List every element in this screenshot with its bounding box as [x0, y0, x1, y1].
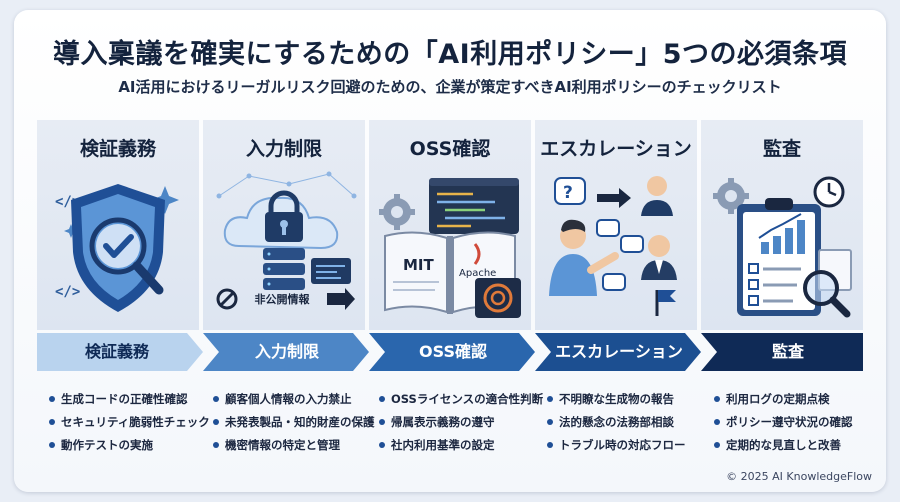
list-item: 法的懸念の法務部相談 — [545, 411, 686, 434]
page-subtitle: AI活用におけるリーガルリスク回避のための、企業が策定すべきAI利用ポリシーのチ… — [118, 78, 782, 96]
column-heading: エスカレーション — [540, 138, 692, 160]
svg-text:?: ? — [563, 183, 573, 203]
list-item: 利用ログの定期点検 — [712, 388, 853, 411]
column-escalation: エスカレーション ? — [535, 120, 697, 330]
list-item: 未発表製品・知的財産の保護 — [211, 411, 375, 434]
svg-text:MIT: MIT — [403, 256, 435, 274]
list-item: OSSライセンスの適合性判断 — [377, 388, 543, 411]
column-heading: 監査 — [762, 138, 801, 160]
column-heading: 入力制限 — [245, 138, 322, 160]
stage-label: エスカレーション — [555, 342, 683, 361]
column-heading: OSS確認 — [409, 138, 491, 160]
list-item: 社内利用基準の設定 — [377, 434, 543, 457]
illustration-label: 非公開情報 — [254, 293, 310, 306]
bullet-list-input-restriction: 顧客個人情報の入力禁止 未発表製品・知的財産の保護 機密情報の特定と管理 — [211, 388, 375, 457]
column-verification: 検証義務 </> </> — [37, 120, 199, 330]
list-item: ポリシー遵守状況の確認 — [712, 411, 853, 434]
people-conversation-icon: ? — [549, 176, 677, 316]
bullet-list-audit: 利用ログの定期点検 ポリシー遵守状況の確認 定期的な見直しと改善 — [712, 388, 853, 457]
list-item: 帰属表示義務の遵守 — [377, 411, 543, 434]
stage-label: 検証義務 — [84, 342, 149, 361]
stage-label: 監査 — [771, 342, 804, 361]
chevron-labels: 検証義務 入力制限 OSS確認 エスカレーション 監査 — [37, 333, 863, 371]
stage-label: 入力制限 — [254, 342, 319, 361]
column-heading: 検証義務 — [79, 138, 156, 160]
list-item: 不明瞭な生成物の報告 — [545, 388, 686, 411]
list-item: トラブル時の対応フロー — [545, 434, 686, 457]
svg-text:</>: </> — [55, 284, 80, 300]
column-input-restriction: 入力制限 非公開情報 — [203, 120, 365, 330]
list-item: 機密情報の特定と管理 — [211, 434, 375, 457]
list-item: 顧客個人情報の入力禁止 — [211, 388, 375, 411]
bullet-list-oss-check: OSSライセンスの適合性判断 帰属表示義務の遵守 社内利用基準の設定 — [377, 388, 543, 457]
list-item: 動作テストの実施 — [47, 434, 210, 457]
stage-label: OSS確認 — [419, 342, 487, 361]
page-title: 導入稟議を確実にするための「AI利用ポリシー」5つの必須条項 — [53, 39, 847, 70]
list-item: 定期的な見直しと改善 — [712, 434, 853, 457]
audit-clipboard-icon — [713, 176, 852, 318]
cloud-lock-icon — [216, 171, 357, 310]
column-oss-check: OSS確認 MIT Apache — [369, 120, 531, 330]
open-book-icon: MIT Apache — [379, 178, 521, 318]
column-audit: 監査 — [701, 120, 863, 330]
copyright: © 2025 AI KnowledgeFlow — [726, 470, 872, 483]
shield-check-icon: </> </> — [55, 184, 179, 312]
list-item: 生成コードの正確性確認 — [47, 388, 210, 411]
bullet-list-escalation: 不明瞭な生成物の報告 法的懸念の法務部相談 トラブル時の対応フロー — [545, 388, 686, 457]
process-chevron-band — [37, 333, 863, 371]
svg-text:Apache: Apache — [459, 268, 496, 279]
bullet-list-verification: 生成コードの正確性確認 セキュリティ脆弱性チェック 動作テストの実施 — [47, 388, 210, 457]
list-item: セキュリティ脆弱性チェック — [47, 411, 210, 434]
